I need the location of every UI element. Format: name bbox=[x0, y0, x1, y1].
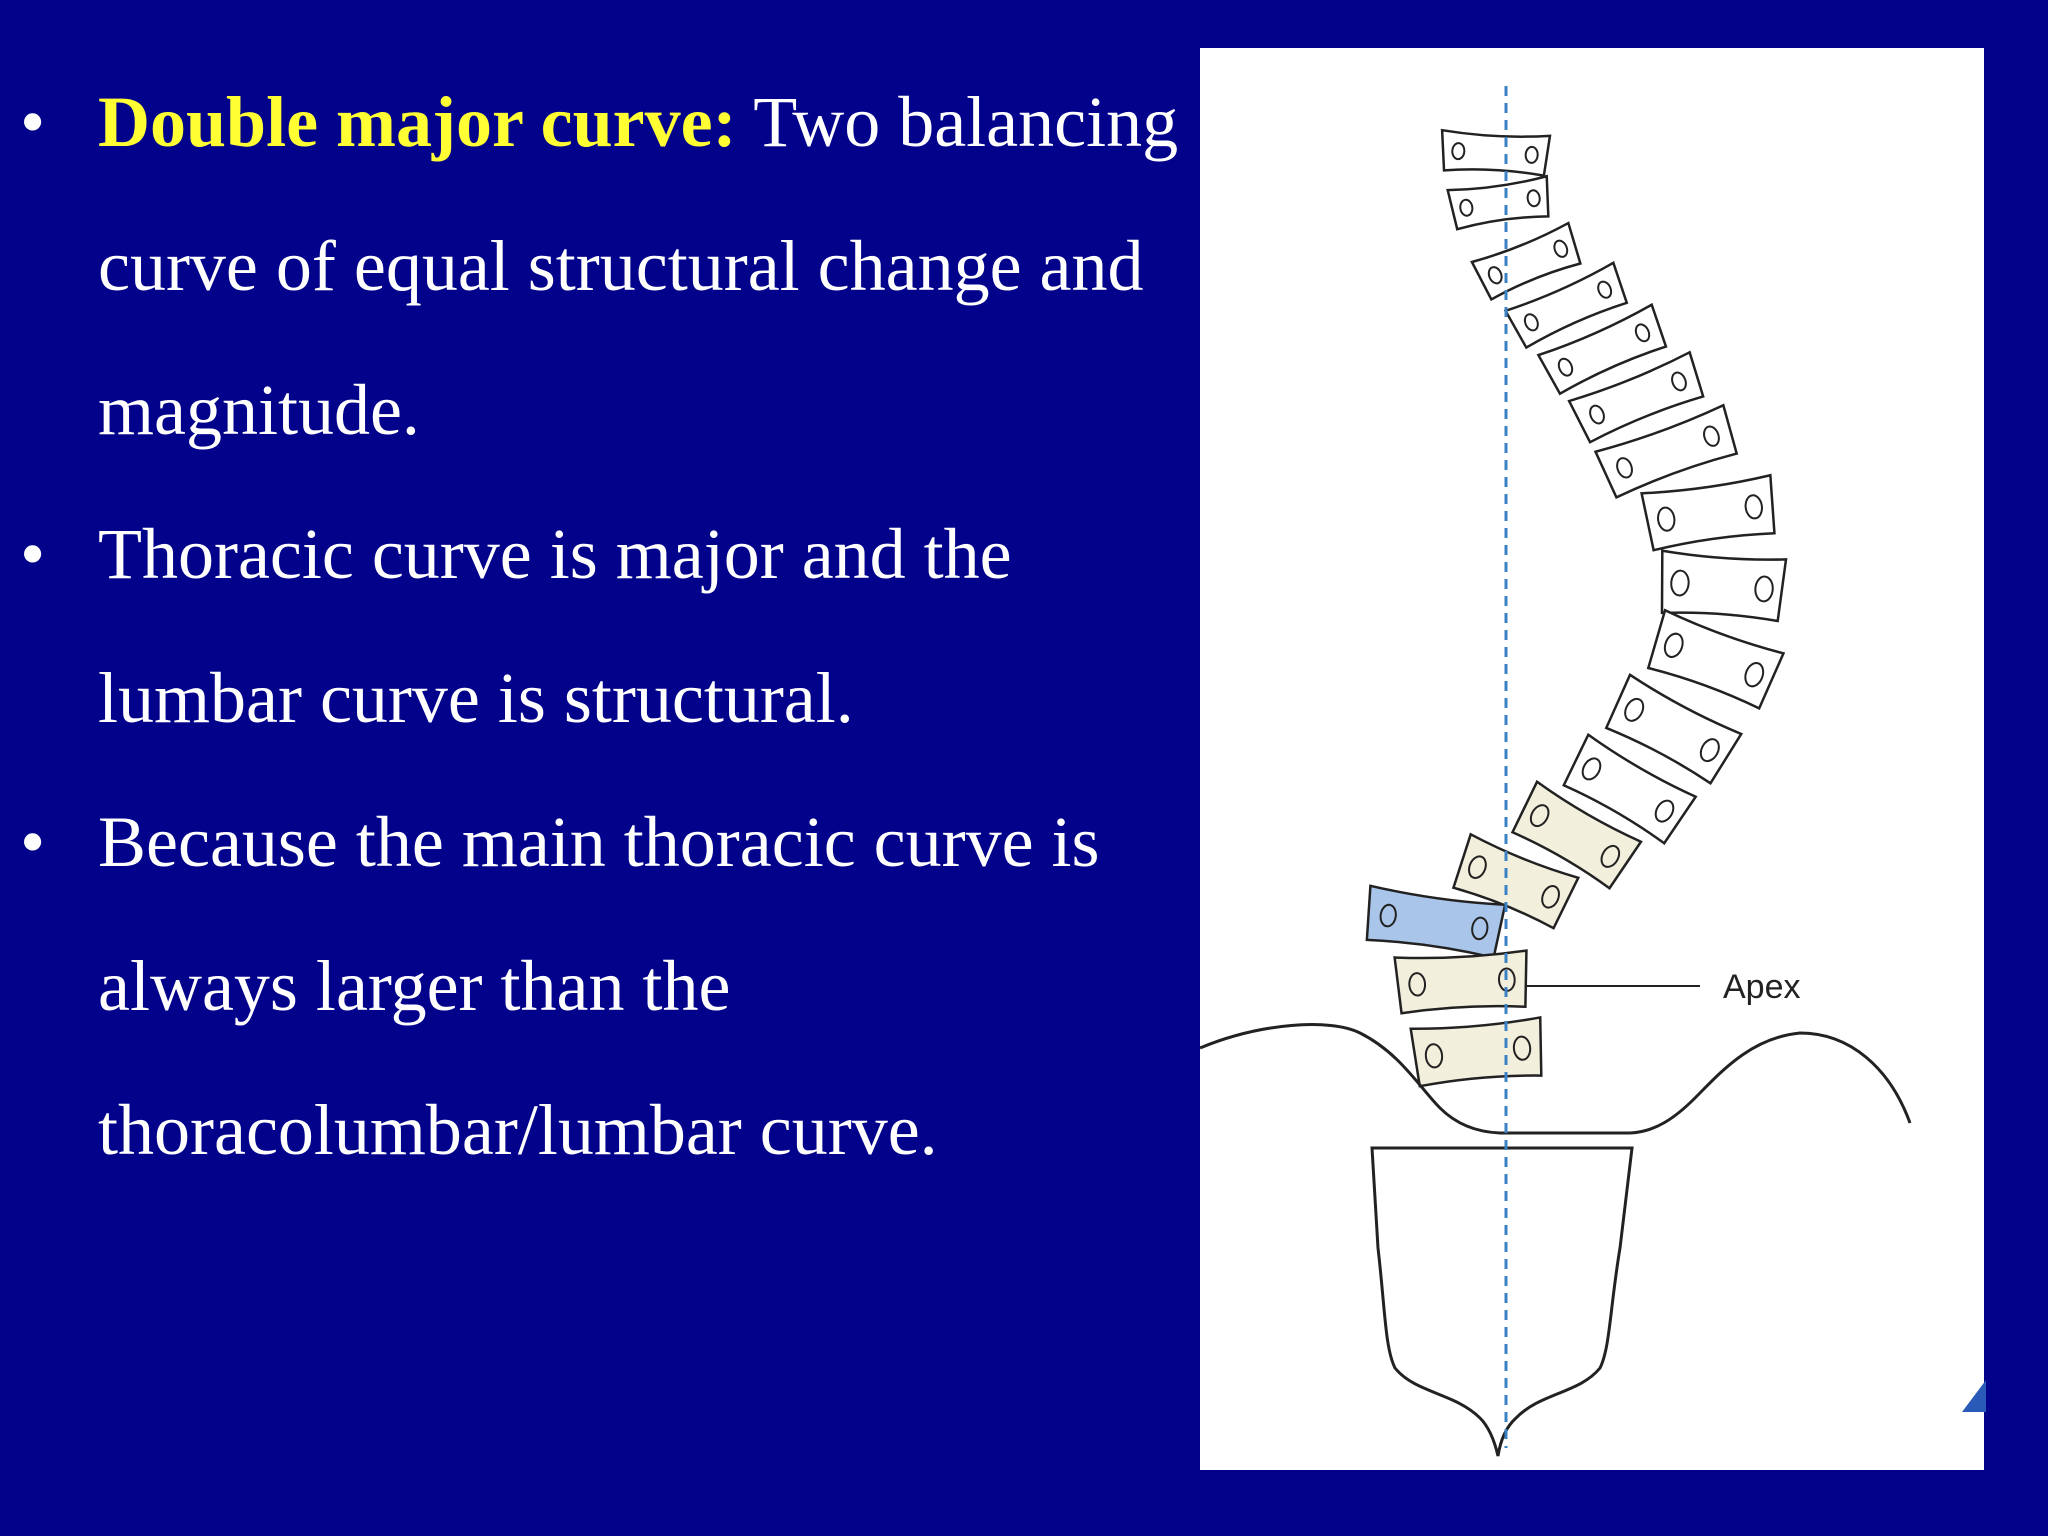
pedicle bbox=[1487, 266, 1503, 285]
pedicle bbox=[1581, 757, 1602, 781]
vertebra-body bbox=[1646, 608, 1786, 711]
pedicle bbox=[1744, 494, 1763, 520]
vertebra-body bbox=[1510, 779, 1643, 891]
vertebra bbox=[1567, 350, 1705, 444]
bullet-marker: • bbox=[20, 82, 46, 162]
pedicle bbox=[1529, 804, 1550, 828]
vertebrae-group bbox=[1365, 128, 1788, 1088]
bullet-list: • Double major curve: Two balancing curve… bbox=[0, 50, 1180, 1202]
vertebra bbox=[1562, 732, 1698, 846]
vertebra-body bbox=[1393, 949, 1528, 1015]
pedicle bbox=[1468, 855, 1487, 880]
spine-illustration: Apex bbox=[1200, 86, 1912, 1457]
bullet-double-major-curve: • Double major curve: Two balancing curve… bbox=[0, 50, 1180, 482]
pedicle bbox=[1624, 697, 1645, 722]
pedicle bbox=[1597, 280, 1613, 299]
pedicle bbox=[1424, 1043, 1444, 1069]
vertebra bbox=[1660, 549, 1788, 623]
pedicle bbox=[1524, 145, 1539, 164]
pedicle bbox=[1471, 916, 1489, 941]
pelvis-outline bbox=[1200, 1023, 1912, 1135]
vertebra-body bbox=[1536, 302, 1668, 396]
pedicle bbox=[1523, 313, 1539, 332]
pedicle bbox=[1663, 632, 1684, 658]
vertebra bbox=[1604, 672, 1744, 786]
pedicle bbox=[1408, 972, 1427, 997]
vertebra-body bbox=[1446, 174, 1550, 231]
vertebra bbox=[1393, 949, 1528, 1015]
vertebra bbox=[1440, 128, 1552, 178]
bullet-lead-term: Double major curve: bbox=[98, 82, 737, 162]
pedicle bbox=[1379, 903, 1397, 928]
pedicle bbox=[1600, 844, 1621, 868]
vertebra-body bbox=[1470, 221, 1582, 302]
vertebra bbox=[1470, 221, 1582, 302]
bullet-marker: • bbox=[20, 802, 46, 882]
vertebra-body bbox=[1440, 128, 1552, 178]
pedicle bbox=[1634, 323, 1651, 343]
vertebra bbox=[1446, 174, 1550, 231]
vertebra-body bbox=[1640, 473, 1776, 552]
pedicle bbox=[1589, 404, 1605, 425]
corner-triangle-icon bbox=[1962, 1380, 1986, 1412]
sacrum-outline bbox=[1370, 1146, 1634, 1457]
bullet-thoracic-curve: • Thoracic curve is major and the lumbar … bbox=[0, 482, 1180, 770]
pedicle bbox=[1512, 1035, 1532, 1061]
bullet-text: Two balancing curve of equal structural … bbox=[98, 82, 1179, 450]
vertebra bbox=[1593, 403, 1739, 500]
pedicle bbox=[1451, 142, 1466, 161]
pedicle bbox=[1654, 799, 1675, 823]
vertebra-body bbox=[1660, 549, 1788, 623]
vertebra bbox=[1503, 260, 1629, 350]
vertebra bbox=[1510, 779, 1643, 891]
bullet-text: Because the main thoracic curve is alway… bbox=[98, 802, 1100, 1170]
bullet-marker: • bbox=[20, 514, 46, 594]
bullet-main-thoracic-larger: • Because the main thoracic curve is alwa… bbox=[0, 770, 1180, 1202]
pedicle bbox=[1671, 371, 1687, 392]
vertebra bbox=[1646, 608, 1786, 711]
pedicle bbox=[1557, 357, 1574, 377]
pedicle bbox=[1657, 506, 1676, 532]
pedicle bbox=[1526, 189, 1541, 208]
vertebra-body bbox=[1503, 260, 1629, 350]
vertebra-body bbox=[1409, 1015, 1543, 1088]
pedicle bbox=[1459, 198, 1474, 217]
scoliosis-diagram: Apex bbox=[1200, 48, 1984, 1470]
bullet-text: Thoracic curve is major and the lumbar c… bbox=[98, 514, 1012, 738]
vertebra bbox=[1536, 302, 1668, 396]
vertebra bbox=[1409, 1015, 1543, 1088]
pedicle bbox=[1703, 425, 1720, 447]
pedicle bbox=[1744, 662, 1765, 688]
pedicle bbox=[1541, 884, 1560, 909]
vertebra bbox=[1640, 473, 1776, 552]
apex-label: Apex bbox=[1723, 968, 1801, 1006]
pedicle bbox=[1699, 738, 1720, 763]
pedicle bbox=[1553, 239, 1569, 258]
pedicle bbox=[1670, 569, 1690, 597]
pedicle bbox=[1754, 575, 1774, 603]
pedicle bbox=[1616, 457, 1633, 479]
vertebra-body bbox=[1604, 672, 1744, 786]
vertebra-body bbox=[1562, 732, 1698, 846]
